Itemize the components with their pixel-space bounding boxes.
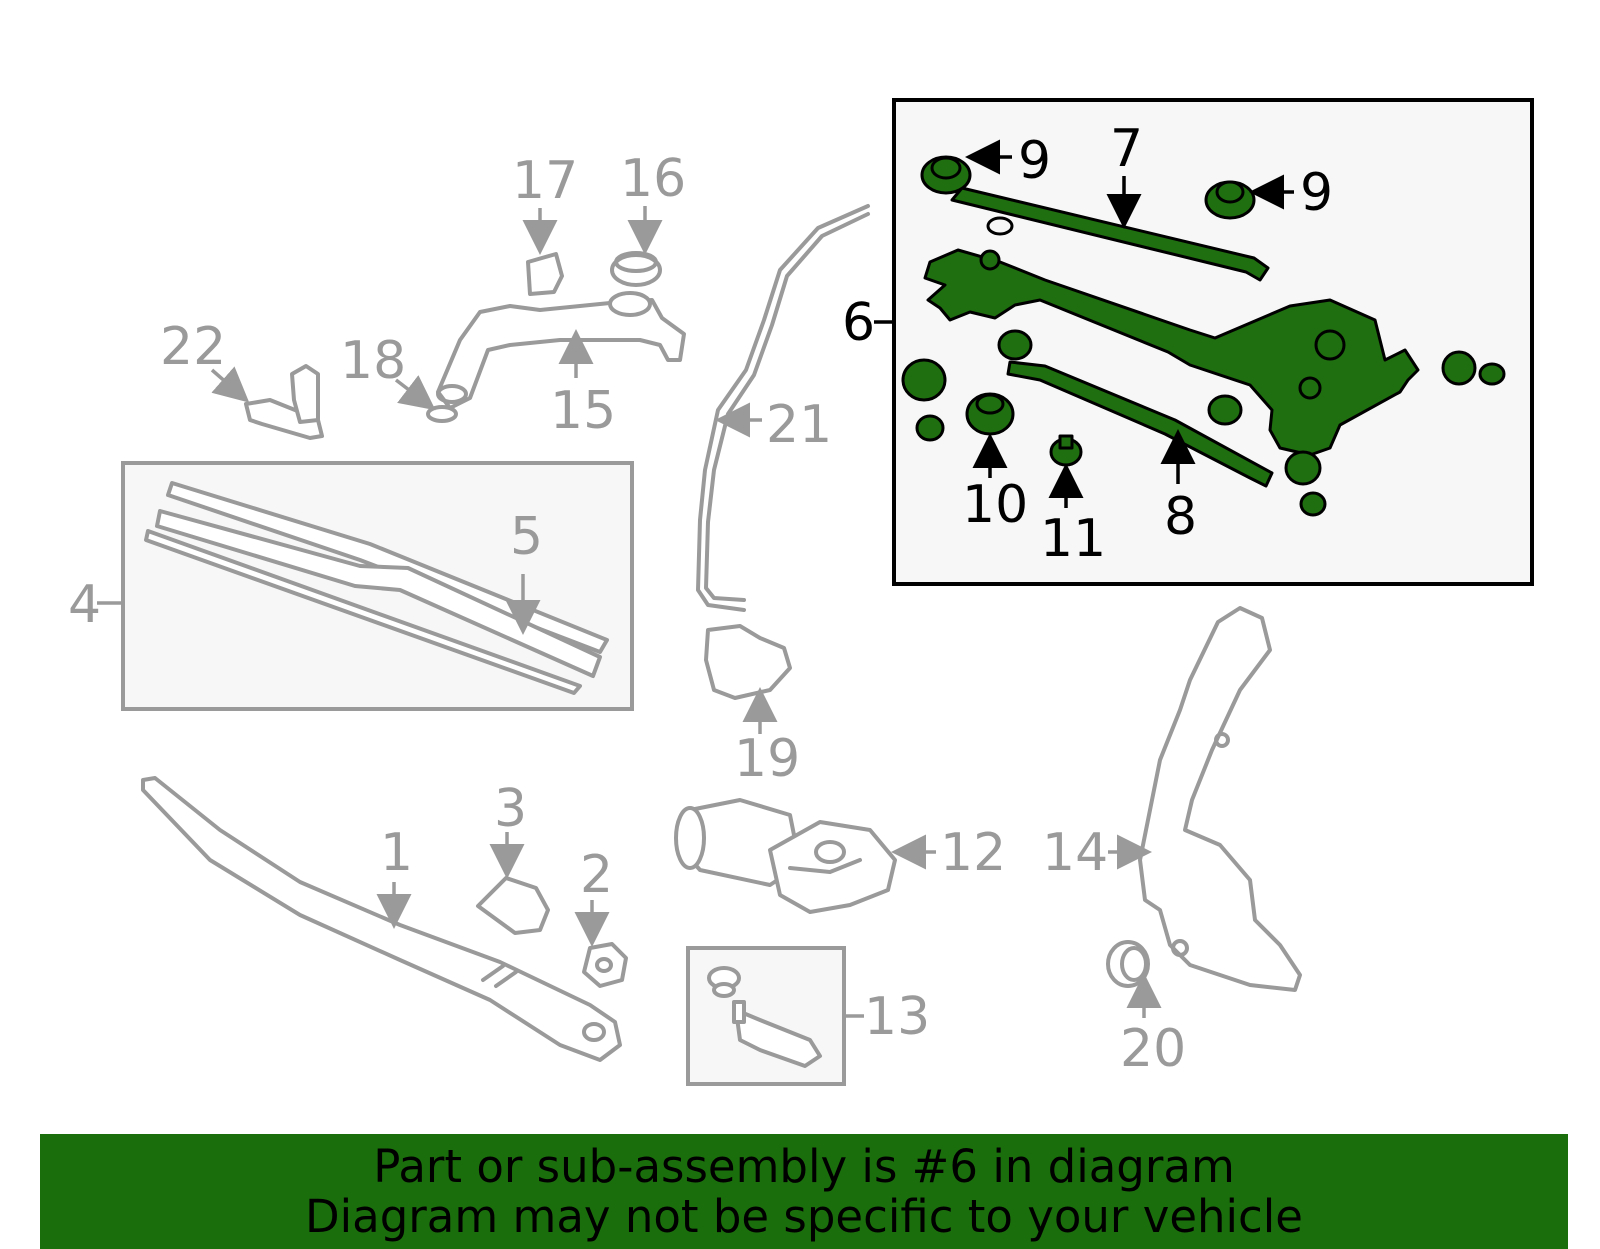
part13-box	[686, 946, 846, 1086]
callout-18: 18	[340, 331, 406, 391]
callout-19: 19	[734, 729, 800, 789]
callout-9-left: 9	[1018, 131, 1051, 191]
bracket-part	[244, 398, 324, 440]
cap-part	[476, 876, 550, 935]
banner-line-2: Diagram may not be specific to your vehi…	[305, 1190, 1303, 1243]
clip-part	[526, 252, 564, 296]
callout-10: 10	[962, 475, 1028, 535]
callout-9-right: 9	[1300, 163, 1333, 223]
callout-20: 20	[1120, 1019, 1186, 1079]
callout-17: 17	[512, 151, 578, 211]
wiper-blade-part	[144, 481, 609, 695]
callout-11: 11	[1040, 509, 1106, 569]
grommet-9-left	[920, 155, 972, 195]
link-rod-7	[950, 186, 1270, 282]
grommet-right	[1284, 350, 1506, 517]
callout-16: 16	[620, 149, 686, 209]
link-rod-8	[1006, 360, 1274, 488]
wiper-arm-part	[141, 776, 622, 1062]
banner-line-1: Part or sub-assembly is #6 in diagram	[373, 1140, 1235, 1193]
callout-13: 13	[864, 987, 930, 1047]
callout-12: 12	[940, 823, 1006, 883]
callout-14: 14	[1042, 823, 1108, 883]
callout-5: 5	[510, 507, 543, 567]
filler-neck-part	[436, 298, 686, 410]
nut-center	[997, 329, 1243, 426]
o-ring-part	[426, 405, 458, 423]
callout-8: 8	[1164, 487, 1197, 547]
callout-22: 22	[160, 317, 226, 377]
callout-6: 6	[842, 293, 875, 353]
callout-4: 4	[68, 575, 101, 635]
callout-1: 1	[380, 823, 413, 883]
washer-nozzle-part	[704, 624, 792, 700]
grommet-9-right	[1204, 180, 1256, 220]
callout-2: 2	[580, 845, 613, 905]
washer-reservoir-part	[1138, 606, 1302, 992]
wiper-motor-part	[674, 798, 897, 914]
callout-3: 3	[494, 779, 527, 839]
info-banner: Part or sub-assembly is #6 in diagram Di…	[40, 1134, 1568, 1249]
callout-7: 7	[1110, 119, 1143, 179]
pivot-part	[707, 966, 822, 1068]
callout-21: 21	[766, 395, 832, 455]
grommet-10	[965, 392, 1015, 436]
nut-part	[582, 942, 628, 988]
callout-15: 15	[550, 381, 616, 441]
grommet-left-lower	[901, 358, 947, 442]
